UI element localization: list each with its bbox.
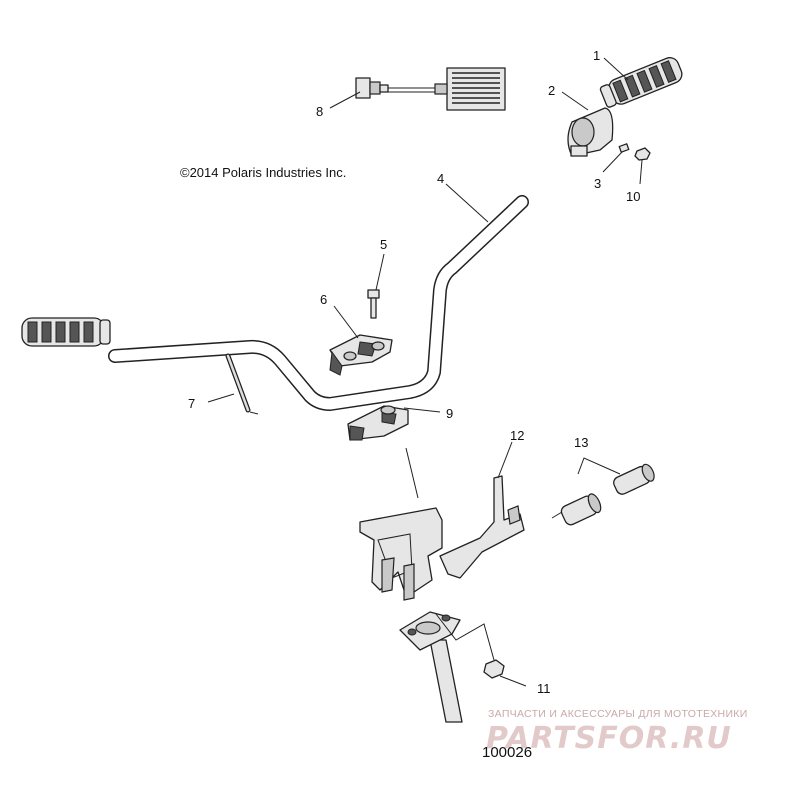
callout-12: 12	[510, 428, 524, 443]
steering-post-icon	[399, 611, 463, 723]
bar-end-plug-icon	[551, 463, 655, 526]
lock-nut-icon	[483, 659, 505, 679]
callout-labels: 1 2 3 4 5 6 7 8 9 10 11 12 13	[188, 48, 640, 696]
callout-5: 5	[380, 237, 387, 252]
watermark-brand: PARTSFOR.RU	[486, 721, 732, 756]
figure-number: 100026	[482, 744, 532, 761]
callout-4: 4	[437, 171, 444, 186]
upper-clamp-icon	[329, 334, 393, 376]
screw-icon	[618, 143, 630, 153]
nut-icon	[634, 147, 651, 161]
throttle-housing-icon	[567, 107, 614, 157]
watermark-tagline: ЗАПЧАСТИ И АКСЕССУАРЫ ДЛЯ МОТОТЕХНИКИ	[488, 708, 748, 720]
brake-rod-icon	[225, 353, 251, 413]
callout-2: 2	[548, 83, 555, 98]
bolt-icon	[367, 289, 380, 319]
callout-3: 3	[594, 176, 601, 191]
callout-10: 10	[626, 189, 640, 204]
alignment-lines	[249, 411, 495, 661]
mounting-bracket-icon	[359, 475, 525, 601]
heater-element-icon	[355, 67, 506, 111]
handlebar-icon	[108, 195, 529, 411]
callout-1: 1	[593, 48, 600, 63]
callout-13: 13	[574, 435, 588, 450]
hand-grip-icon	[21, 317, 111, 347]
callout-6: 6	[320, 292, 327, 307]
callout-9: 9	[446, 406, 453, 421]
callout-8: 8	[316, 104, 323, 119]
leader-lines	[207, 57, 643, 687]
copyright-text: ©2014 Polaris Industries Inc.	[180, 165, 346, 180]
callout-7: 7	[188, 396, 195, 411]
hand-grip-icon	[599, 57, 683, 108]
lower-clamp-icon	[347, 405, 409, 441]
callout-11: 11	[537, 681, 551, 696]
watermark: ЗАПЧАСТИ И АКСЕССУАРЫ ДЛЯ МОТОТЕХНИКИ PA…	[486, 708, 748, 756]
